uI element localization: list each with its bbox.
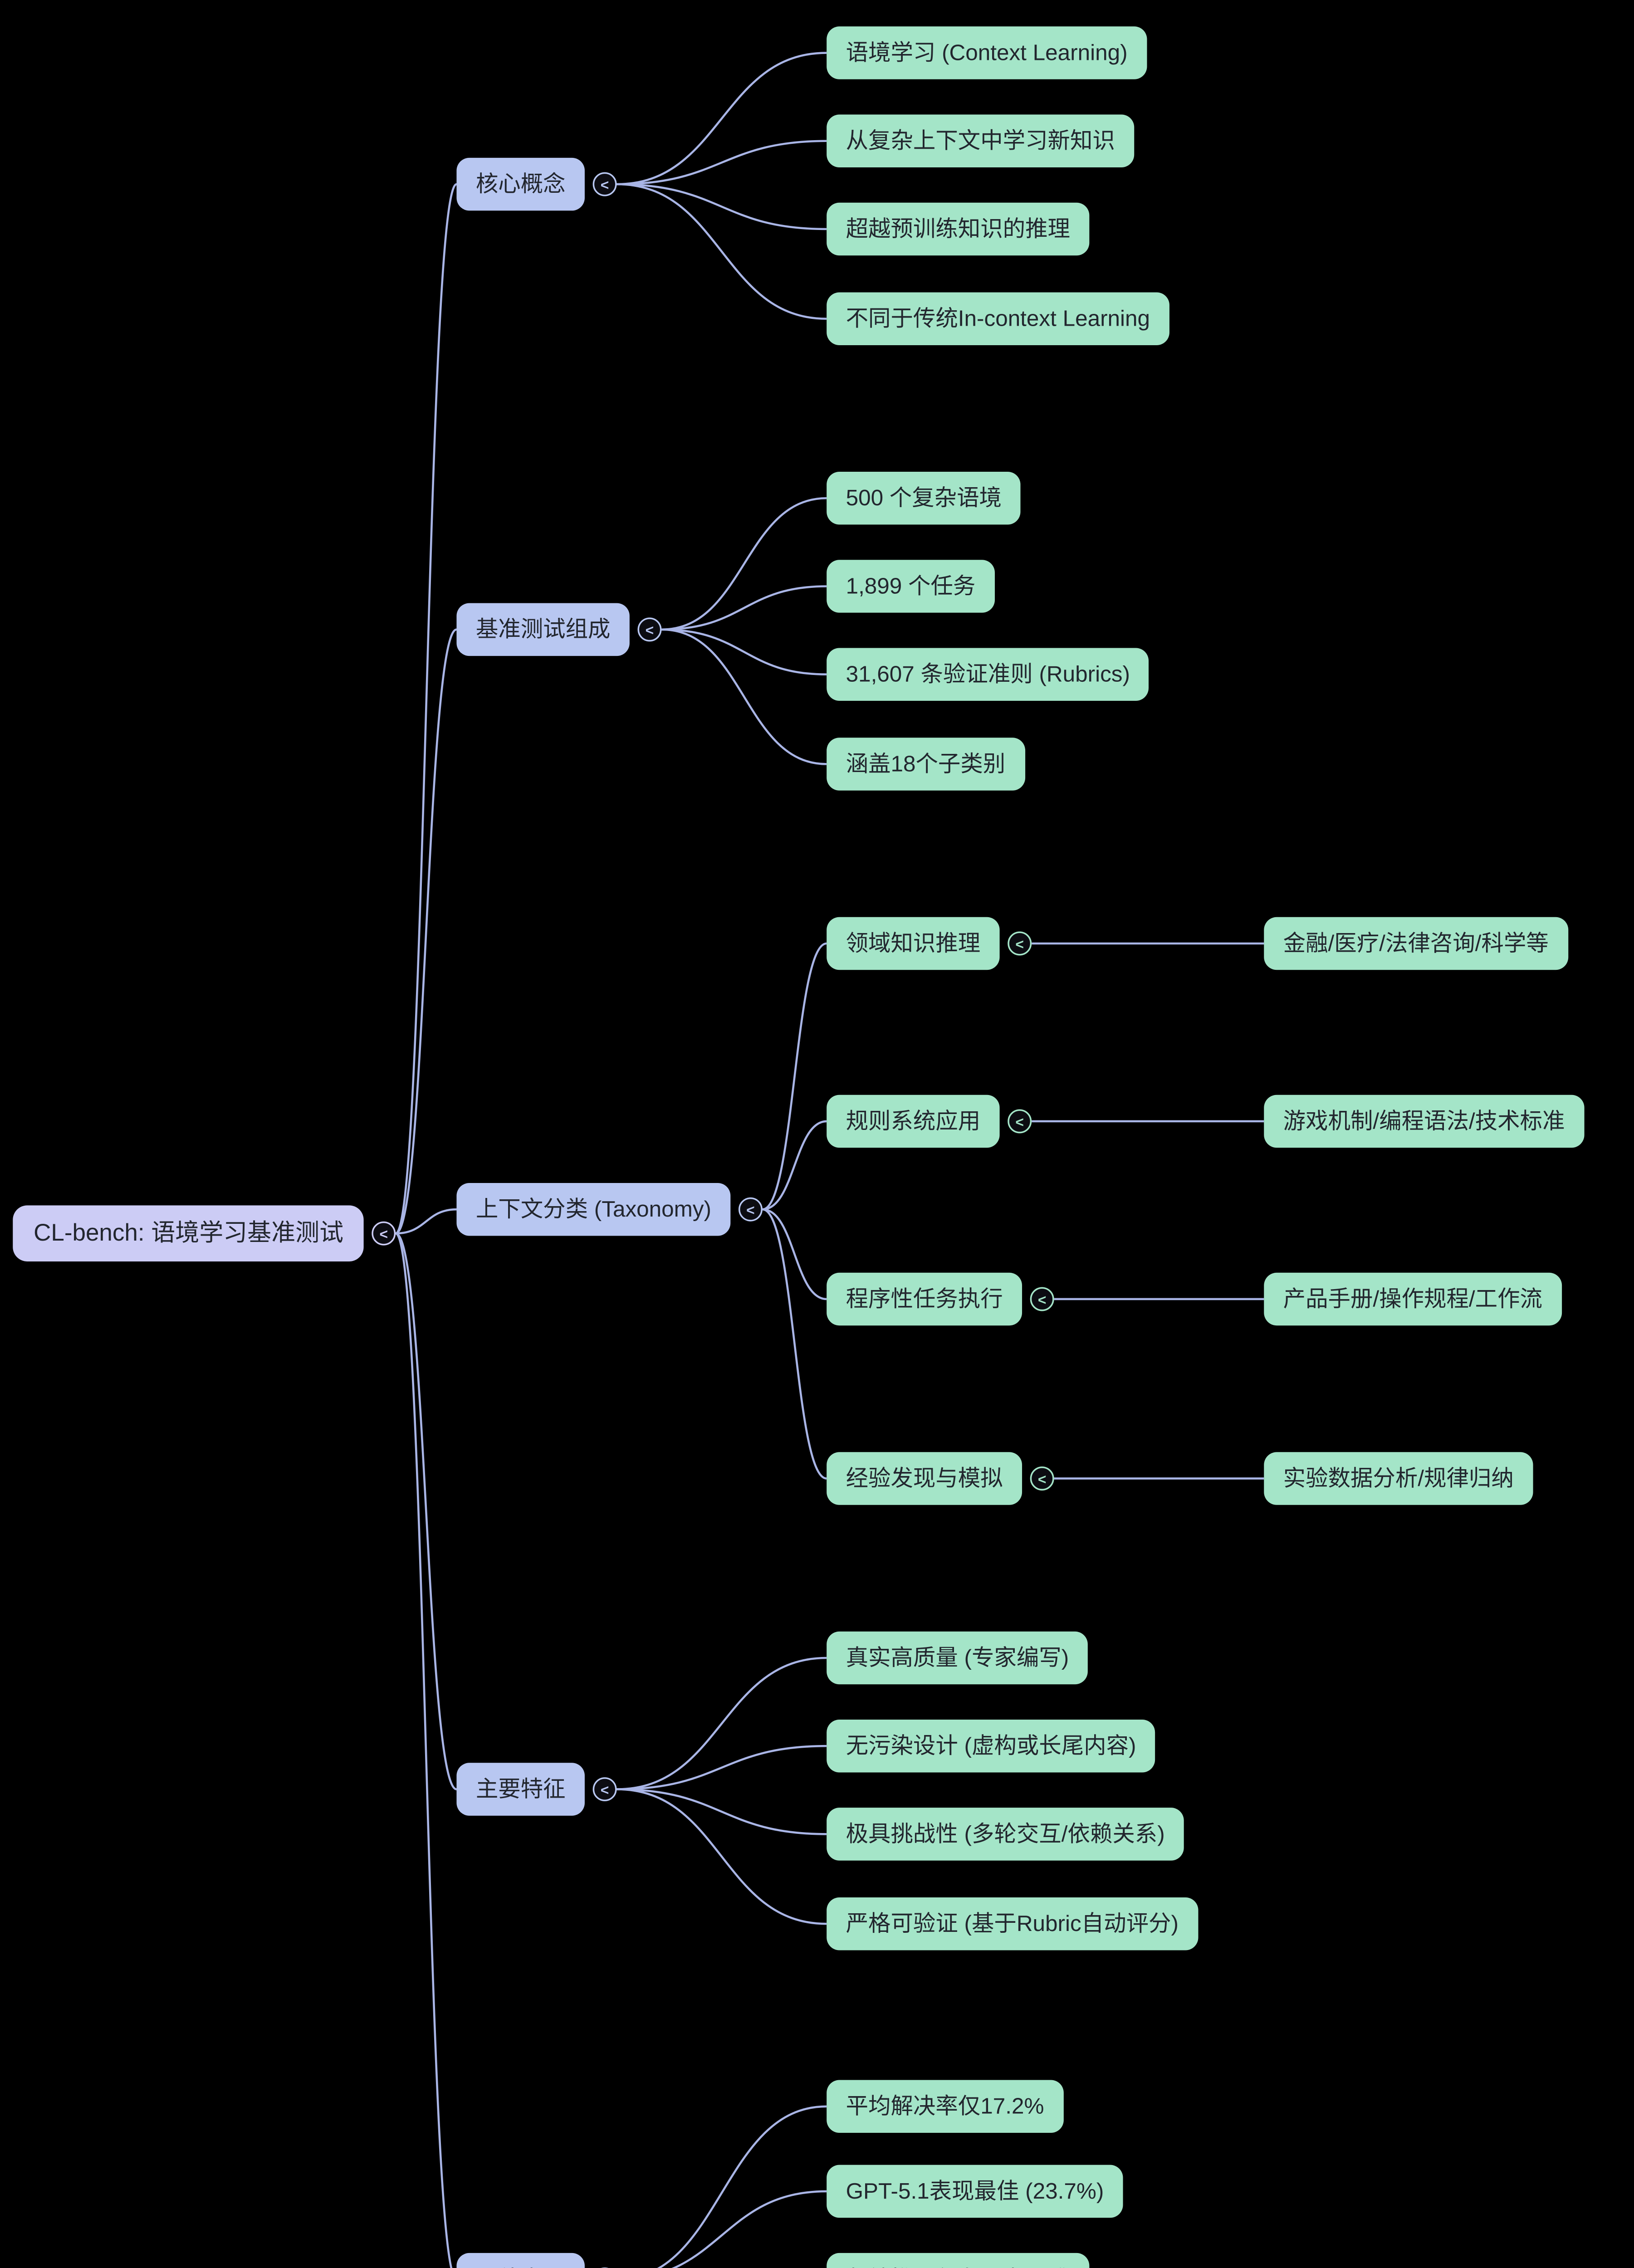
node-cl-bench-root: CL-bench: 语境学习基准测试 <box>13 1205 364 1261</box>
link-curve <box>395 183 457 1235</box>
link-curve <box>661 628 827 676</box>
link-curve <box>616 140 827 186</box>
link-curve <box>616 1657 827 1790</box>
node-reasoning-beyond-pretraining: 超越预训练知识的推理 <box>827 202 1090 256</box>
collapse-toggle-benchmark-composition[interactable]: < <box>637 617 662 642</box>
link-curve <box>671 2190 827 2268</box>
link-curve <box>762 1208 827 1480</box>
link-curve <box>661 585 827 631</box>
node-strictly-verifiable: 严格可验证 (基于Rubric自动评分) <box>827 1897 1198 1950</box>
collapse-toggle-domain-knowledge-reasoning[interactable]: < <box>1008 931 1032 956</box>
node-domain-knowledge-reasoning: 领域知识推理 <box>827 917 1000 970</box>
node-domain-knowledge-examples: 金融/医疗/法律咨询/科学等 <box>1264 917 1568 970</box>
link-curve <box>616 1788 827 1925</box>
collapse-toggle-key-features[interactable]: < <box>592 1777 617 1802</box>
node-inductive-reasoning-hardest: 归纳推理任务最为困难 <box>827 2253 1090 2268</box>
node-authentic-high-quality: 真实高质量 (专家编写) <box>827 1631 1088 1685</box>
node-context-learning: 语境学习 (Context Learning) <box>827 26 1147 79</box>
collapse-toggle-procedural-task-execution[interactable]: < <box>1030 1287 1054 1311</box>
collapse-toggle-core-concepts[interactable]: < <box>592 172 617 196</box>
node-key-features: 主要特征 <box>456 1763 585 1816</box>
node-gpt51-best: GPT-5.1表现最佳 (23.7%) <box>827 2165 1123 2218</box>
node-rule-system-examples: 游戏机制/编程语法/技术标准 <box>1264 1095 1584 1148</box>
node-empirical-discovery-simulation: 经验发现与模拟 <box>827 1452 1022 1505</box>
link-curve <box>762 1208 827 1300</box>
collapse-toggle-rule-system-application[interactable]: < <box>1008 1109 1032 1134</box>
node-core-concepts: 核心概念 <box>456 157 585 211</box>
link-curve <box>616 1788 827 1835</box>
collapse-toggle-cl-bench-root[interactable]: < <box>372 1221 396 1246</box>
node-procedural-task-examples: 产品手册/操作规程/工作流 <box>1264 1272 1562 1326</box>
node-empirical-discovery-examples: 实验数据分析/规律归纳 <box>1264 1452 1533 1505</box>
link-curve <box>616 1745 827 1790</box>
link-curve <box>395 1232 453 2268</box>
node-evaluation-findings: 评估发现 <box>456 2253 585 2268</box>
link-curve <box>395 628 457 1235</box>
node-average-solve-rate: 平均解决率仅17.2% <box>827 2080 1063 2133</box>
node-complex-contexts-500: 500 个复杂语境 <box>827 471 1021 525</box>
node-different-from-in-context-learning: 不同于传统In-context Learning <box>827 292 1169 346</box>
node-context-taxonomy: 上下文分类 (Taxonomy) <box>456 1183 731 1236</box>
node-learn-new-knowledge-from-complex-context: 从复杂上下文中学习新知识 <box>827 114 1135 168</box>
link-curve <box>395 1232 457 1790</box>
link-curve <box>762 1120 827 1211</box>
node-procedural-task-execution: 程序性任务执行 <box>827 1272 1022 1326</box>
node-tasks-1899: 1,899 个任务 <box>827 560 995 613</box>
node-contamination-free-design: 无污染设计 (虚构或长尾内容) <box>827 1719 1155 1773</box>
node-rule-system-application: 规则系统应用 <box>827 1095 1000 1148</box>
node-subcategories-18: 涵盖18个子类别 <box>827 738 1025 791</box>
link-curve <box>616 183 827 320</box>
collapse-toggle-context-taxonomy[interactable]: < <box>738 1197 763 1222</box>
link-curve <box>762 942 827 1211</box>
link-curve <box>616 52 827 186</box>
node-rubrics-31607: 31,607 条验证准则 (Rubrics) <box>827 648 1150 701</box>
collapse-toggle-empirical-discovery-simulation[interactable]: < <box>1030 1466 1054 1491</box>
link-curve <box>616 183 827 230</box>
link-curve <box>661 628 827 765</box>
link-curve <box>396 1208 457 1235</box>
node-benchmark-composition: 基准测试组成 <box>456 603 630 656</box>
node-highly-challenging: 极具挑战性 (多轮交互/依赖关系) <box>827 1808 1184 1861</box>
link-curve <box>656 2105 827 2268</box>
link-curve <box>661 497 827 631</box>
